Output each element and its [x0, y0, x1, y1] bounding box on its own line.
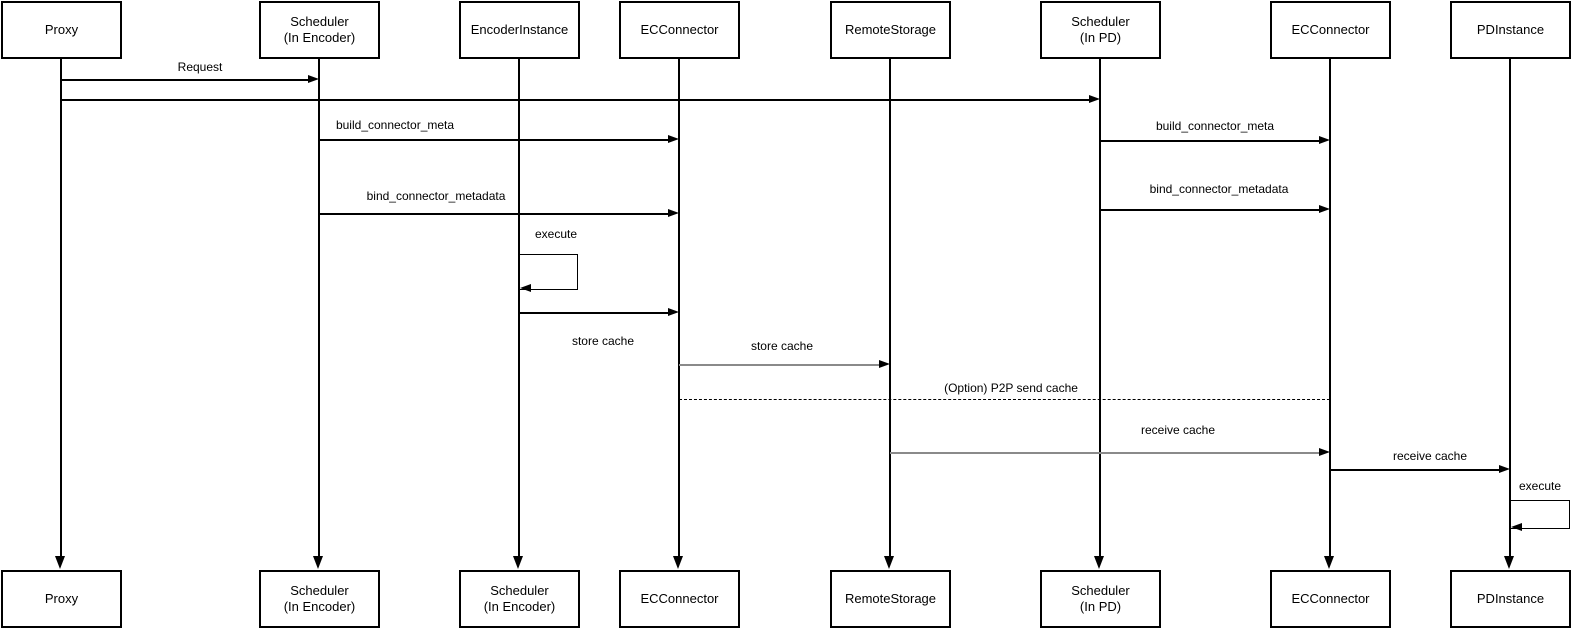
actor-top-encoder-instance: EncoderInstance: [459, 1, 580, 59]
lifeline-arrowhead-proxy: [55, 556, 65, 569]
message-bind-connector-metadata-encoder-arrowhead: [668, 209, 679, 217]
lifeline-remote-storage: [889, 59, 891, 557]
message-build-connector-meta-encoder-line: [319, 139, 669, 141]
actor-top-pd-instance: PDInstance: [1450, 1, 1571, 59]
message-bind-connector-metadata-pd-label: bind_connector_metadata: [1147, 182, 1291, 196]
actor-bottom-pd-instance: PDInstance: [1450, 570, 1571, 628]
message-build-connector-meta-pd-arrowhead: [1319, 136, 1330, 144]
lifeline-scheduler-pd: [1099, 59, 1101, 557]
message-receive-cache-remote-line: [890, 452, 1320, 454]
message-build-connector-meta-pd-line: [1100, 140, 1320, 142]
message-receive-cache-pd-line: [1330, 469, 1500, 471]
message-bind-connector-metadata-encoder-line: [319, 213, 669, 215]
message-p2p-send-cache-label: (Option) P2P send cache: [942, 381, 1080, 395]
message-store-cache-prepare-arrowhead: [668, 308, 679, 316]
actor-bottom-ec-connector-2: ECConnector: [1270, 570, 1391, 628]
message-build-connector-meta-encoder-arrowhead: [668, 135, 679, 143]
message-store-cache-remote-label: store cache: [748, 339, 816, 353]
message-store-cache-prepare-label: store cache: [569, 334, 637, 348]
message-p2p-send-cache-line: [679, 399, 1330, 400]
lifeline-ec-connector-2: [1329, 59, 1331, 557]
message-store-cache-prepare-line: [519, 312, 669, 314]
actor-top-proxy: Proxy: [1, 1, 122, 59]
lifeline-scheduler-encoder: [318, 59, 320, 557]
message-execute-pd-label: execute: [1516, 479, 1564, 493]
message-bind-connector-metadata-encoder-label: bind_connector_metadata: [364, 189, 508, 203]
actor-top-ec-connector: ECConnector: [619, 1, 740, 59]
message-store-cache-remote-line: [679, 364, 880, 366]
actor-top-scheduler-encoder: Scheduler (In Encoder): [259, 1, 380, 59]
message-execute-encoder-label: execute: [532, 227, 580, 241]
message-receive-cache-remote-label: receive cache: [1138, 423, 1218, 437]
actor-bottom-ec-connector: ECConnector: [619, 570, 740, 628]
actor-top-scheduler-pd: Scheduler (In PD): [1040, 1, 1161, 59]
message-execute-pd-arrowhead: [1511, 523, 1522, 531]
message-build-connector-meta-encoder-label: build_connector_meta: [333, 118, 457, 132]
actor-bottom-scheduler-encoder: Scheduler (In Encoder): [259, 570, 380, 628]
lifeline-arrowhead-scheduler-pd: [1094, 556, 1104, 569]
message-bind-connector-metadata-pd-line: [1100, 209, 1320, 211]
message-request-arrowhead: [308, 75, 319, 83]
message-receive-cache-pd-label: receive cache: [1390, 449, 1470, 463]
lifeline-arrowhead-remote-storage: [884, 556, 894, 569]
actor-bottom-remote-storage: RemoteStorage: [830, 570, 951, 628]
message-request-line: [61, 79, 309, 81]
message-receive-cache-remote-arrowhead: [1319, 448, 1330, 456]
lifeline-arrowhead-pd-instance: [1504, 556, 1514, 569]
message-execute-encoder-arrowhead: [520, 284, 531, 292]
lifeline-arrowhead-ec-connector-2: [1324, 556, 1334, 569]
message-request-label: Request: [175, 60, 225, 74]
actor-top-ec-connector-2: ECConnector: [1270, 1, 1391, 59]
actor-bottom-scheduler-encoder-2: Scheduler (In Encoder): [459, 570, 580, 628]
message-forward-request-arrowhead: [1089, 95, 1100, 103]
actor-bottom-proxy: Proxy: [1, 570, 122, 628]
lifeline-pd-instance: [1509, 59, 1511, 557]
lifeline-arrowhead-encoder-instance: [513, 556, 523, 569]
lifeline-proxy: [60, 59, 62, 557]
message-execute-pd-loop: [1510, 500, 1570, 529]
actor-top-remote-storage: RemoteStorage: [830, 1, 951, 59]
message-store-cache-remote-arrowhead: [879, 360, 890, 368]
message-execute-encoder-loop: [519, 254, 578, 290]
message-bind-connector-metadata-pd-arrowhead: [1319, 205, 1330, 213]
message-forward-request-line: [61, 99, 1090, 101]
message-build-connector-meta-pd-label: build_connector_meta: [1153, 119, 1277, 133]
message-receive-cache-pd-arrowhead: [1499, 465, 1510, 473]
lifeline-encoder-instance: [518, 59, 520, 557]
actor-bottom-scheduler-pd: Scheduler (In PD): [1040, 570, 1161, 628]
lifeline-arrowhead-scheduler-encoder: [313, 556, 323, 569]
lifeline-arrowhead-ec-connector: [673, 556, 683, 569]
